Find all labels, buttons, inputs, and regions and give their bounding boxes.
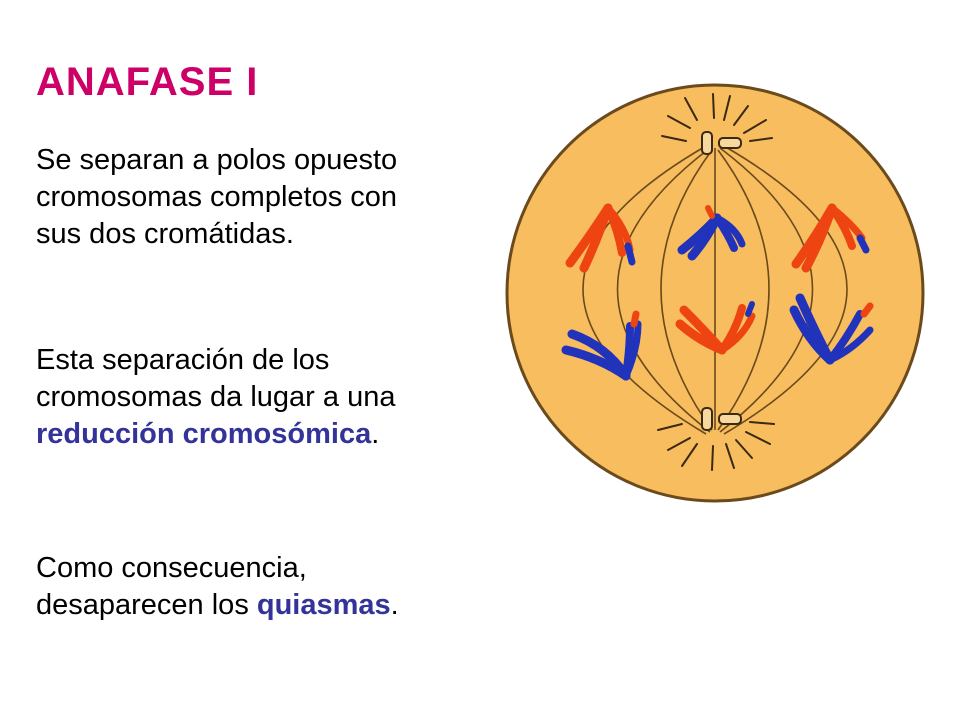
paragraph-consequence: Como consecuencia, desaparecen los quias… <box>36 550 436 624</box>
bottom-aster-rays <box>657 421 775 471</box>
paragraph-reduction-text: Esta separación de los cromosomas da lug… <box>36 344 396 413</box>
chromosome-lower-center-red <box>675 301 756 355</box>
paragraph-reduction: Esta separación de los cromosomas da lug… <box>36 342 436 453</box>
top-aster-rays <box>661 93 773 142</box>
chromosome-upper-center-blue <box>677 205 746 261</box>
anaphase-cell-diagram <box>505 83 925 503</box>
chromosome-upper-left-red <box>565 203 636 273</box>
slide-title: ANAFASE I <box>36 60 259 104</box>
upper-chromosomes <box>565 203 870 273</box>
chromosome-lower-right-blue <box>789 293 874 365</box>
bottom-centriole-pair <box>701 407 742 431</box>
highlight-quiasmas: quiasmas <box>256 589 391 621</box>
top-centriole-pair <box>701 131 742 155</box>
highlight-reduccion-cromosomica: reducción cromosómica <box>36 418 372 450</box>
paragraph-consequence-end: . <box>390 589 399 621</box>
paragraph-consequence-text: Como consecuencia, desaparecen los <box>36 552 307 621</box>
lower-chromosomes <box>561 293 874 381</box>
paragraph-reduction-end: . <box>371 418 380 450</box>
chromosome-lower-left-blue <box>561 310 642 381</box>
paragraph-separation: Se separan a polos opuesto cromosomas co… <box>36 142 436 253</box>
chromosome-upper-right-red <box>791 203 870 273</box>
paragraph-separation-text: Se separan a polos opuesto cromosomas co… <box>36 144 398 250</box>
spindle-fibers <box>582 145 848 435</box>
